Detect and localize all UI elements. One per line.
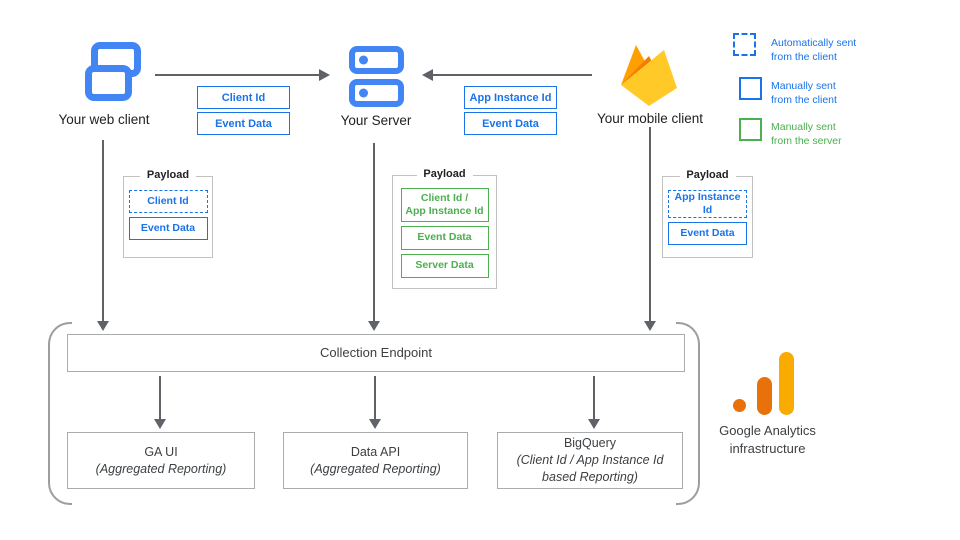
bigquery-title: BigQuery [563,436,617,451]
arrow-server-to-endpoint [368,143,380,331]
data-api-title: Data API [350,444,401,459]
payload-item-app-instance-id: App Instance Id [668,190,747,219]
payload-mobile: Payload App Instance Id Event Data [662,169,753,258]
ga-ui-title: GA UI [144,444,178,459]
payload-title: Payload [416,168,473,180]
server-icon [349,46,405,112]
flow-box-app-instance-id: App Instance Id [464,86,557,109]
legend-swatch-manual-server [739,118,762,141]
payload-item-event-data: Event Data [668,222,747,246]
web-client-label: Your web client [58,112,150,127]
payload-item-client-or-app-id: Client Id / App Instance Id [400,188,489,222]
arrow-endpoint-to-bigquery [588,376,600,429]
server-label: Your Server [340,113,412,128]
google-analytics-logo-bar-mid [757,377,772,415]
flow-box-event-data: Event Data [197,112,290,135]
payload-item-client-id: Client Id [128,190,208,213]
server-rack-unit [349,79,404,107]
bigquery-box: BigQuery (Client Id / App Instance Id ba… [497,432,683,489]
bigquery-subtitle: (Client Id / App Instance Id based Repor… [516,453,664,484]
payload-server: Payload Client Id / App Instance Id Even… [392,168,497,289]
payload-item-event-data: Event Data [128,217,208,240]
legend-label-manual-client: Manually sent from the client [771,80,837,107]
legend-swatch-auto-client [733,33,756,56]
collection-endpoint-label: Collection Endpoint [319,345,433,361]
ga-ui-box: GA UI (Aggregated Reporting) [67,432,255,489]
google-analytics-infrastructure-label: Google Analytics infrastructure [719,423,816,456]
legend-label-auto-client: Automatically sent from the client [771,37,857,64]
web-client-icon [85,42,143,106]
data-api-box: Data API (Aggregated Reporting) [283,432,468,489]
google-analytics-logo-dot [733,399,746,412]
google-analytics-logo-bar-tall [779,352,794,415]
ga-ui-subtitle: (Aggregated Reporting) [95,461,227,476]
server-rack-unit [349,46,404,74]
arrow-mobile-to-endpoint [644,127,656,331]
payload-web: Payload Client Id Event Data [123,169,213,258]
flow-box-event-data: Event Data [464,112,557,135]
payload-title: Payload [679,169,736,181]
legend-swatch-manual-client [739,77,762,100]
arrow-endpoint-to-data-api [369,376,381,429]
arrow-endpoint-to-ga-ui [154,376,166,429]
payload-title: Payload [139,169,197,181]
data-api-subtitle: (Aggregated Reporting) [310,461,441,476]
payload-item-event-data: Event Data [400,226,489,250]
legend-label-manual-server: Manually sent from the server [771,121,842,148]
browser-window-front [85,65,132,101]
arrow-web-to-endpoint [97,140,109,331]
firebase-icon [621,45,677,106]
arrow-mobile-to-server [422,69,592,81]
flow-box-client-id: Client Id [197,86,290,109]
mobile-client-label: Your mobile client [596,111,704,126]
arrow-web-to-server [155,69,330,81]
payload-item-server-data: Server Data [400,254,489,278]
collection-endpoint-box: Collection Endpoint [67,334,685,372]
